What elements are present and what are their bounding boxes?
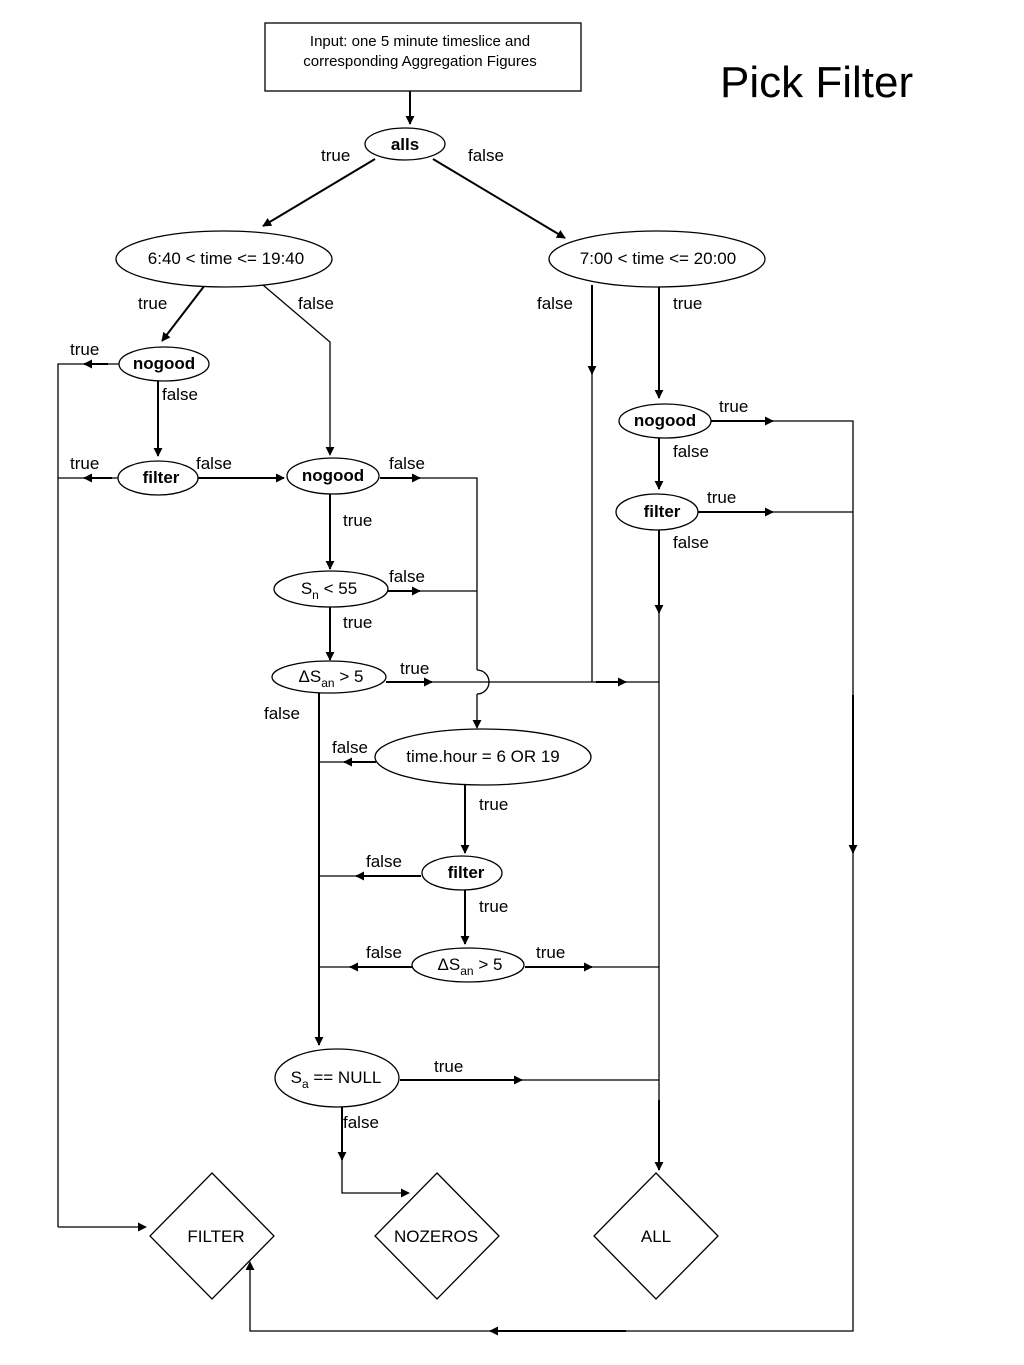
dsl-base: ΔS bbox=[438, 955, 461, 974]
input-box bbox=[264, 22, 582, 92]
node-time-hour bbox=[374, 728, 592, 786]
label-sa-true: true bbox=[434, 1057, 463, 1076]
label-fr-false: false bbox=[673, 533, 709, 552]
node-filter-left bbox=[117, 460, 199, 496]
node-nogood-center bbox=[286, 457, 380, 495]
sa-sub: a bbox=[302, 1077, 309, 1091]
sn-base: S bbox=[301, 579, 312, 598]
label-sa-false: false bbox=[343, 1113, 379, 1132]
label-alls-false: false bbox=[468, 146, 504, 165]
label-th-true: true bbox=[479, 795, 508, 814]
outcome-all-label: ALL bbox=[641, 1227, 671, 1246]
dsu-rest: > 5 bbox=[335, 667, 364, 686]
node-dsan-upper bbox=[271, 660, 387, 694]
outcome-filter bbox=[149, 1172, 275, 1300]
node-sn-lt-55-label: Sn < 55 bbox=[301, 579, 357, 602]
node-dsan-upper-label: ΔSan > 5 bbox=[299, 667, 364, 690]
node-filter-right bbox=[615, 493, 699, 531]
node-nogood-left bbox=[118, 346, 210, 382]
edge-sa-false-line bbox=[341, 1160, 410, 1198]
label-fl-false: false bbox=[196, 454, 232, 473]
label-ngc-true: true bbox=[343, 511, 372, 530]
label-alls-true: true bbox=[321, 146, 350, 165]
label-flow-true: true bbox=[479, 897, 508, 916]
label-ngr-false: false bbox=[673, 442, 709, 461]
node-filter-lower bbox=[421, 855, 503, 891]
label-fl-true: true bbox=[70, 454, 99, 473]
dsl-rest: > 5 bbox=[474, 955, 503, 974]
edge-alls-true bbox=[262, 158, 376, 227]
sn-sub: n bbox=[312, 588, 319, 602]
label-ngl-false: false bbox=[162, 385, 198, 404]
page-title: Pick Filter bbox=[720, 58, 913, 107]
label-tr-true: true bbox=[673, 294, 702, 313]
dsu-sub: an bbox=[321, 676, 334, 690]
label-dsu-false: false bbox=[264, 704, 300, 723]
node-time-right-label: 7:00 < time <= 20:00 bbox=[580, 249, 736, 268]
sn-rest: < 55 bbox=[319, 579, 357, 598]
label-flow-false: false bbox=[366, 852, 402, 871]
edge-tl-false bbox=[262, 284, 335, 456]
node-sa-null bbox=[274, 1048, 400, 1108]
sa-rest: == NULL bbox=[309, 1068, 382, 1087]
label-sn-true: true bbox=[343, 613, 372, 632]
input-text-line1: Input: one 5 minute timeslice and bbox=[310, 33, 530, 50]
label-fr-true: true bbox=[707, 488, 736, 507]
node-sa-null-label: Sa == NULL bbox=[291, 1068, 382, 1091]
node-time-right bbox=[548, 230, 766, 288]
edge-ngr-true-line bbox=[773, 420, 854, 695]
node-filter-left-label: filter bbox=[143, 468, 180, 487]
node-alls-label: alls bbox=[391, 135, 419, 154]
node-filter-right-label: filter bbox=[644, 502, 681, 521]
edge-alls-false bbox=[432, 158, 566, 239]
node-nogood-left-label: nogood bbox=[133, 354, 195, 373]
label-tl-false: false bbox=[298, 294, 334, 313]
edge-ngl-true bbox=[57, 363, 120, 1227]
outcome-all bbox=[593, 1172, 719, 1300]
label-dsu-true: true bbox=[400, 659, 429, 678]
node-sn-lt-55 bbox=[273, 570, 389, 608]
node-nogood-center-label: nogood bbox=[302, 466, 364, 485]
node-nogood-right bbox=[618, 403, 712, 439]
label-ngr-true: true bbox=[719, 397, 748, 416]
node-time-left-label: 6:40 < time <= 19:40 bbox=[148, 249, 304, 268]
node-time-hour-label: time.hour = 6 OR 19 bbox=[406, 747, 560, 766]
label-dsl-false: false bbox=[366, 943, 402, 962]
label-tl-true: true bbox=[138, 294, 167, 313]
outcome-nozeros-label: NOZEROS bbox=[394, 1227, 478, 1246]
label-dsl-true: true bbox=[536, 943, 565, 962]
node-alls bbox=[364, 127, 446, 161]
node-nogood-right-label: nogood bbox=[634, 411, 696, 430]
label-ngl-true: true bbox=[70, 340, 99, 359]
sa-base: S bbox=[291, 1068, 302, 1087]
label-ngc-false: false bbox=[389, 454, 425, 473]
node-dsan-lower bbox=[411, 947, 525, 983]
dsl-sub: an bbox=[460, 964, 473, 978]
label-tr-false: false bbox=[537, 294, 573, 313]
edge-tl-true bbox=[161, 284, 206, 342]
label-sn-false: false bbox=[389, 567, 425, 586]
edge-right-rail-line bbox=[626, 853, 854, 1332]
node-time-left bbox=[115, 230, 333, 288]
input-text-line2: corresponding Aggregation Figures bbox=[303, 53, 536, 70]
outcome-nozeros bbox=[374, 1172, 500, 1300]
node-dsan-lower-label: ΔSan > 5 bbox=[438, 955, 503, 978]
outcome-filter-label: FILTER bbox=[187, 1227, 244, 1246]
label-th-false: false bbox=[332, 738, 368, 757]
edge-bottom-to-filter bbox=[245, 1261, 490, 1332]
dsu-base: ΔS bbox=[299, 667, 322, 686]
edges bbox=[57, 91, 858, 1336]
node-filter-lower-label: filter bbox=[448, 863, 485, 882]
edge-labels: true false true false false true true fa… bbox=[70, 146, 748, 1132]
